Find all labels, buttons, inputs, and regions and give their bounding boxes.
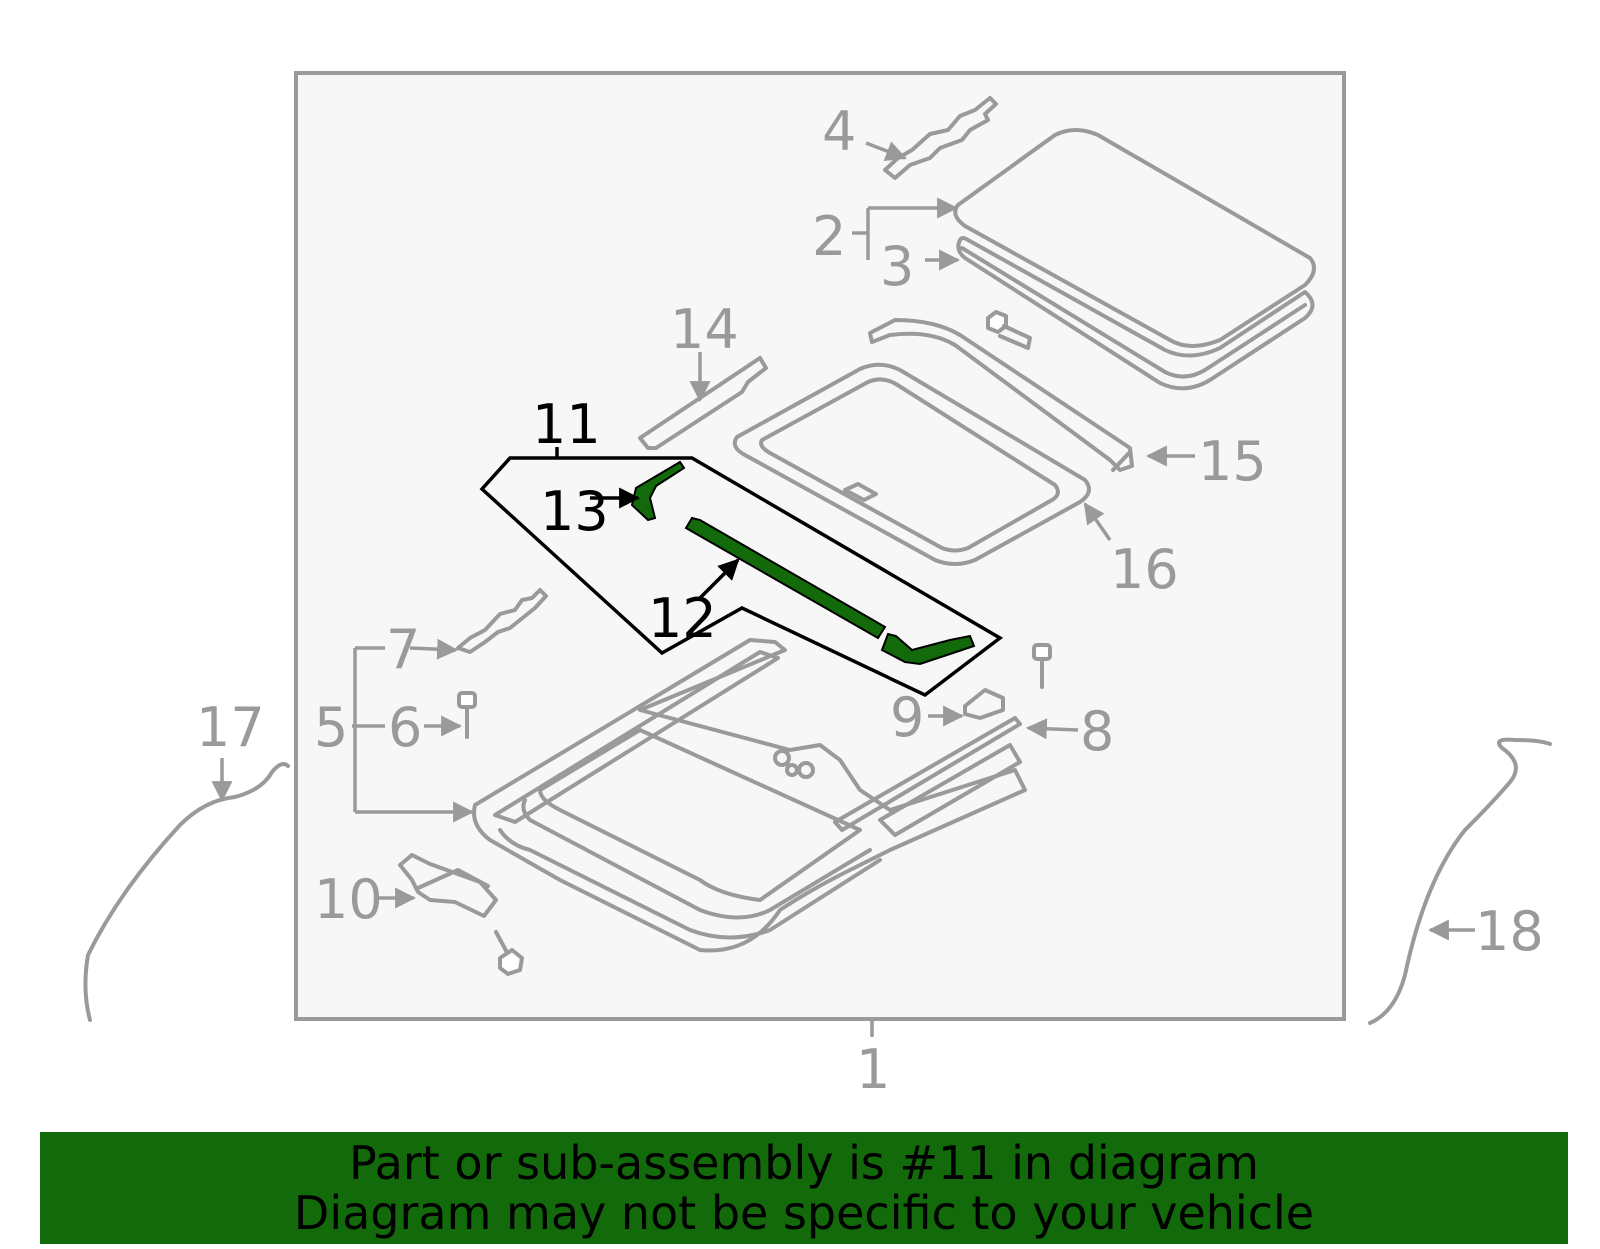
bracket-part-4 (883, 96, 998, 180)
sunroof-frame-part-5 (472, 638, 1027, 953)
callout-label-14: 14 (670, 298, 739, 361)
footer-line-1: Part or sub-assembly is #11 in diagram (349, 1136, 1259, 1190)
sunshade-part-16 (732, 362, 1091, 566)
part-12-highlight (684, 516, 976, 666)
assembly-11-outline (479, 447, 1004, 698)
arrow-4 (865, 141, 907, 162)
glass-seal-part (956, 236, 1315, 391)
callout-label-7: 7 (386, 618, 420, 681)
callout-label-18: 18 (1475, 900, 1544, 963)
rail-part-8 (833, 716, 1022, 832)
callout-label-13: 13 (540, 480, 609, 543)
callout-label-4: 4 (822, 100, 856, 163)
callout-label-5: 5 (314, 696, 348, 759)
callout-label-8: 8 (1080, 700, 1114, 763)
deflector-part-15 (868, 318, 1134, 472)
callout-label-11: 11 (532, 393, 601, 456)
bolt-near-10 (494, 930, 524, 976)
clip-part-9 (963, 688, 1005, 720)
drain-hose-part-17 (83, 762, 290, 1022)
glass-panel-part (953, 128, 1316, 348)
arrow-16 (1083, 502, 1112, 541)
footer-line-2: Diagram may not be specific to your vehi… (293, 1186, 1315, 1240)
callout-label-12: 12 (648, 587, 717, 650)
strip-part-14 (638, 356, 768, 450)
drain-hose-part-18 (1368, 737, 1552, 1025)
diagram-frame (294, 71, 1346, 1021)
callout-label-9: 9 (890, 686, 924, 749)
arrow-12 (698, 558, 740, 600)
callout-label-16: 16 (1110, 538, 1179, 601)
bracket-2-3 (852, 197, 961, 271)
callout-label-3: 3 (880, 235, 914, 298)
callout-label-15: 15 (1198, 430, 1267, 493)
part-13-highlight (630, 460, 686, 522)
callout-label-1: 1 (856, 1038, 890, 1101)
bracket-5-6-7 (352, 638, 475, 823)
arrow-8 (1025, 718, 1079, 740)
bracket-part-7 (456, 588, 548, 654)
footer-banner: Part or sub-assembly is #11 in diagram D… (40, 1132, 1568, 1244)
bolt-near-8 (1032, 643, 1052, 689)
callout-label-2: 2 (812, 205, 846, 268)
bolt-near-15 (986, 310, 1032, 350)
callout-label-6: 6 (388, 696, 422, 759)
bolt-part-6 (457, 691, 477, 739)
callout-label-10: 10 (314, 868, 383, 931)
callout-label-17: 17 (196, 696, 265, 759)
